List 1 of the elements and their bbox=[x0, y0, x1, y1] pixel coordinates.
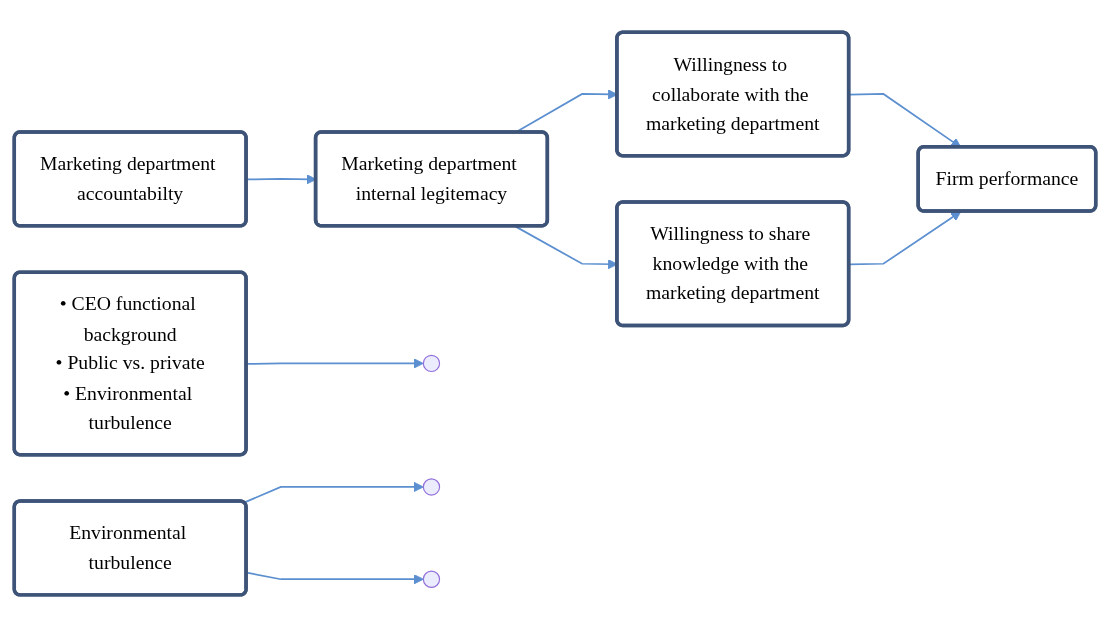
arrow bbox=[243, 481, 424, 504]
